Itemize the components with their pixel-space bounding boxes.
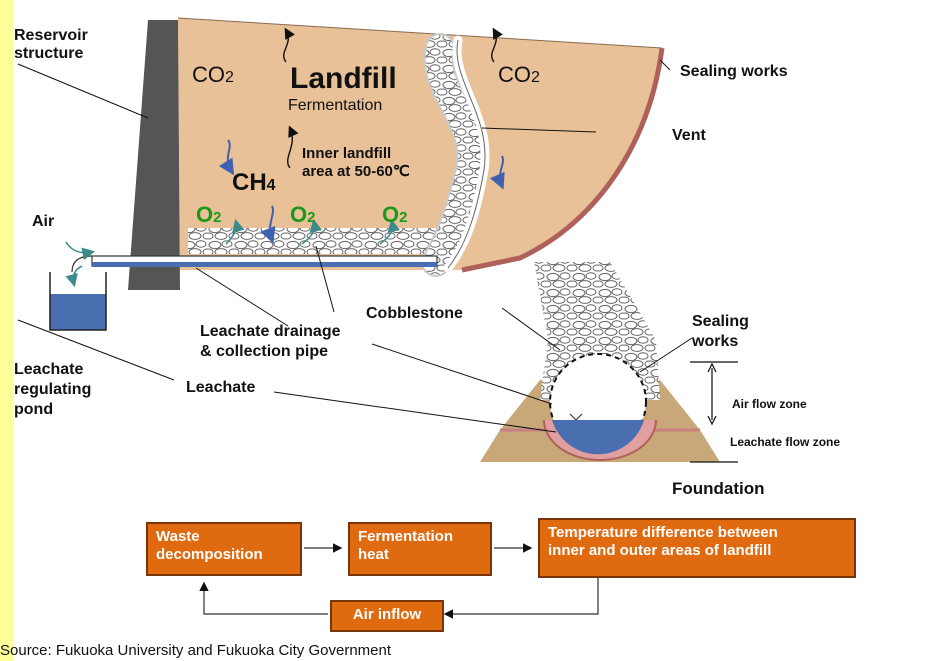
o2-label-1: O2: [196, 202, 221, 227]
inner-area-label-2: area at 50-60℃: [302, 163, 410, 180]
air-label: Air: [32, 213, 54, 230]
zone-bracket: [690, 361, 738, 463]
temp-line2: inner and outer areas of landfill: [548, 542, 772, 559]
leachate-drainage-label-1: Leachate drainage: [200, 323, 341, 340]
flow-arrows: [199, 543, 599, 619]
sealing-works-label: Sealing works: [680, 63, 788, 80]
source-caption: Source: Fukuoka University and Fukuoka C…: [0, 642, 392, 659]
air-flow-zone-label: Air flow zone: [732, 397, 807, 411]
section-sealing-label-2: works: [691, 333, 738, 350]
vent-label: Vent: [672, 127, 706, 144]
reservoir-label-2: structure: [14, 45, 83, 62]
co2-arrows: [283, 27, 504, 169]
inner-area-label-1: Inner landfill: [302, 145, 391, 162]
vent: [421, 33, 490, 277]
cobblestone-label: Cobblestone: [366, 305, 463, 322]
foundation-label: Foundation: [672, 479, 765, 498]
co2-label-right: CO2: [498, 62, 540, 87]
pond-label-2: regulating: [14, 381, 91, 398]
fermentation-heat-box: Fermentation heat: [348, 522, 492, 576]
air-inflow-label: Air inflow: [352, 606, 422, 623]
heat-line2: heat: [358, 546, 389, 563]
reservoir-label-1: Reservoir: [14, 27, 88, 44]
landfill-label: Landfill: [290, 62, 397, 95]
pond-label-1: Leachate: [14, 361, 83, 378]
ch4-label: CH4: [232, 169, 276, 196]
co2-label-left: CO2: [192, 62, 234, 87]
page-border-strip: [0, 0, 14, 661]
o2-label-3: O2: [382, 202, 407, 227]
waste-line1: Waste: [156, 528, 200, 545]
leachate-pond: [49, 272, 107, 331]
o2-label-2: O2: [290, 202, 315, 227]
leachate-drainage-label-2: & collection pipe: [200, 343, 328, 360]
section-sealing-label-1: Sealing: [692, 313, 749, 330]
waste-decomposition-box: Waste decomposition: [146, 522, 302, 576]
leachate-label: Leachate: [186, 379, 255, 396]
leader-lines: [17, 59, 693, 433]
leachate-flow-zone-label: Leachate flow zone: [730, 435, 840, 449]
temperature-difference-box: Temperature difference between inner and…: [538, 518, 856, 578]
landfill-body: [177, 17, 665, 273]
temp-line1: Temperature difference between: [548, 524, 778, 541]
fermentation-label: Fermentation: [288, 97, 382, 114]
pond-label-3: pond: [14, 401, 53, 418]
cobblestone-layer: [188, 228, 450, 254]
waste-line2: decomposition: [156, 546, 263, 563]
reservoir-structure: [128, 20, 180, 290]
heat-line1: Fermentation: [358, 528, 454, 545]
air-arrows: [65, 139, 505, 288]
pipe-cross-section: [480, 262, 720, 462]
air-inflow-box: Air inflow: [330, 600, 444, 632]
